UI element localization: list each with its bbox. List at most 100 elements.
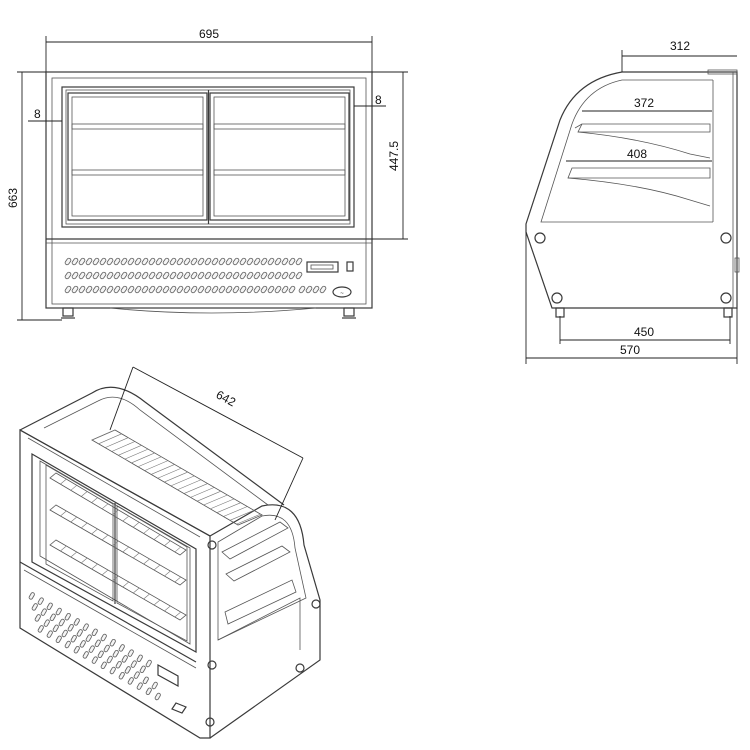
vent-slot <box>155 271 163 280</box>
vent-slot <box>76 629 83 637</box>
vent-slot <box>99 257 107 266</box>
vent-slot <box>64 612 71 621</box>
front-shelf-upper-right <box>213 123 346 130</box>
vent-slot <box>190 257 198 266</box>
side-cabinet-outline <box>525 71 738 309</box>
side-shelf-lower <box>567 167 711 179</box>
vent-slot <box>281 271 289 280</box>
vent-slot <box>91 656 98 664</box>
vent-slot <box>133 671 140 679</box>
vent-slot <box>85 634 92 642</box>
vent-slot <box>71 285 79 294</box>
vent-slot <box>127 677 134 685</box>
vent-slot <box>67 623 74 632</box>
vent-slot <box>141 271 149 280</box>
vent-slot <box>141 285 149 294</box>
vent-slot <box>281 285 289 294</box>
left-door <box>67 92 208 221</box>
vent-slot <box>91 628 98 637</box>
vent-slot <box>64 640 71 649</box>
iso-side-glass <box>217 514 307 641</box>
side-shelf-upper <box>577 123 711 133</box>
vent-slot <box>109 638 116 647</box>
vent-slot <box>113 285 121 294</box>
vent-slot <box>121 655 128 663</box>
vent-slot <box>162 271 170 280</box>
side-foot-right <box>723 307 733 318</box>
vent-slot <box>106 257 114 266</box>
vent-slot <box>85 271 93 280</box>
vent-slot <box>253 285 261 294</box>
vent-slot <box>267 257 275 266</box>
vent-slot <box>145 659 152 668</box>
vent-slot <box>92 285 100 294</box>
vent-slot <box>64 257 72 266</box>
vent-slot <box>148 285 156 294</box>
top-depth-dimension-label: 312 <box>670 39 690 53</box>
vent-slot <box>71 257 79 266</box>
vent-slot <box>274 271 282 280</box>
vent-slot <box>319 285 327 294</box>
vent-slot <box>288 257 296 266</box>
vent-slot <box>120 257 128 266</box>
front-shelf-lower-right <box>213 169 346 176</box>
vent-slot <box>246 257 254 266</box>
vent-slot <box>298 285 306 294</box>
vent-slot <box>124 666 131 674</box>
vent-slot <box>34 614 41 622</box>
vent-slot <box>176 271 184 280</box>
vent-slot <box>139 665 146 674</box>
vent-slot <box>127 285 135 294</box>
vent-slot <box>197 285 205 294</box>
vent-slot <box>106 271 114 280</box>
vent-slot <box>113 257 121 266</box>
svg-text:~: ~ <box>340 291 344 297</box>
upper-shelf-dimension-label: 372 <box>634 96 654 110</box>
vent-slot <box>154 692 161 701</box>
vent-slot <box>40 608 47 616</box>
vent-slot <box>134 285 142 294</box>
vent-slot <box>115 660 122 669</box>
iso-vent-grille <box>28 592 161 701</box>
vent-slot <box>183 257 191 266</box>
vent-slot <box>204 257 212 266</box>
vent-slot <box>253 257 261 266</box>
right-door <box>209 92 350 221</box>
vent-slot <box>183 285 191 294</box>
vent-slot <box>141 257 149 266</box>
vent-slot <box>134 257 142 266</box>
vent-slot <box>218 285 226 294</box>
vent-slot <box>127 271 135 280</box>
vent-slot <box>232 257 240 266</box>
iso-inner-shelf-lower <box>225 545 291 582</box>
vent-slot <box>43 619 50 627</box>
vent-slot <box>113 271 121 280</box>
vent-slot <box>176 285 184 294</box>
vent-slot <box>169 257 177 266</box>
vent-slot <box>127 257 135 266</box>
vent-slot <box>79 640 86 648</box>
vent-slot <box>31 603 38 611</box>
vent-slot <box>239 257 247 266</box>
vent-slot <box>225 257 233 266</box>
power-switch <box>346 261 354 272</box>
iso-right-door <box>116 505 188 642</box>
vent-slot <box>88 645 95 653</box>
vent-slot <box>197 271 205 280</box>
vent-slot <box>82 623 89 631</box>
vent-slot <box>225 285 233 294</box>
vent-slot <box>55 607 62 616</box>
vent-slot <box>130 660 137 668</box>
vent-slot <box>78 285 86 294</box>
front-foot-right <box>343 307 355 317</box>
vent-slot <box>274 257 282 266</box>
vent-slot <box>295 257 303 266</box>
right-door-glass <box>213 96 346 217</box>
vent-slot <box>162 257 170 266</box>
front-foot-left <box>62 307 74 317</box>
vent-slot <box>136 654 143 663</box>
vent-slot <box>225 271 233 280</box>
vent-slot <box>211 285 219 294</box>
side-bolt-bottom-left <box>551 292 563 304</box>
